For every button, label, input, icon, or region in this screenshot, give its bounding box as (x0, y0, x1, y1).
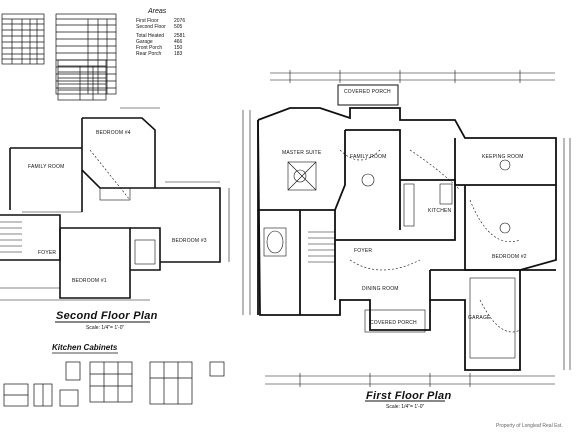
room-label-kitchen: KITCHEN (428, 208, 452, 214)
room-label-covered-porch-top: COVERED PORCH (344, 89, 391, 95)
room-label-bedroom-4: BEDROOM #4 (96, 130, 131, 136)
first-floor-walls (257, 84, 557, 371)
first-floor-details (242, 70, 571, 387)
areas-value-total-heated: 2581 (174, 33, 186, 39)
second-floor-details (0, 107, 230, 301)
room-label-dining-room: DINING ROOM (362, 286, 399, 292)
areas-value-front-porch: 150 (174, 45, 183, 51)
room-label-covered-porch-bottom: COVERED PORCH (370, 320, 417, 326)
room-label-bedroom-2: BEDROOM #2 (492, 254, 527, 260)
first-floor-plan-scale: Scale: 1/4"= 1'-0" (386, 404, 425, 410)
door-schedule-table (1, 13, 45, 65)
copyright-watermark: Property of Longleaf Real Est. (496, 423, 563, 429)
second-floor-plan-title: Second Floor Plan (56, 310, 158, 322)
window-schedule-table (55, 13, 117, 95)
second-floor-walls (0, 117, 221, 299)
areas-value-first-floor: 2076 (174, 18, 186, 24)
areas-label-second-floor: Second Floor (136, 24, 166, 30)
kitchen-cabinet-elevations (3, 361, 225, 407)
room-label-bedroom-3: BEDROOM #3 (172, 238, 207, 244)
areas-label-garage: Garage (136, 39, 153, 45)
areas-title: Areas (148, 8, 167, 15)
room-label-family-room: FAMILY ROOM (350, 154, 387, 160)
room-label-garage: GARAGE (468, 315, 491, 321)
kitchen-cabinets-title: Kitchen Cabinets (52, 343, 118, 352)
room-label-master-suite: MASTER SUITE (282, 150, 322, 156)
room-label-bedroom-1: BEDROOM #1 (72, 278, 107, 284)
second-floor-plan-scale: Scale: 1/4"= 1'-0" (86, 325, 125, 331)
room-label-second-family-room: FAMILY ROOM (28, 164, 65, 170)
room-label-second-foyer: FOYER (38, 250, 57, 256)
room-label-foyer: FOYER (354, 248, 373, 254)
first-floor-plan-title: First Floor Plan (366, 390, 452, 402)
areas-label-first-floor: First Floor (136, 18, 159, 24)
finish-schedule-table (57, 59, 107, 101)
areas-label-rear-porch: Rear Porch (136, 51, 162, 57)
room-label-keeping-room: KEEPING ROOM (482, 154, 524, 160)
areas-label-total-heated: Total Heated (136, 33, 165, 39)
areas-value-garage: 466 (174, 39, 183, 45)
areas-value-second-floor: 505 (174, 24, 183, 30)
areas-value-rear-porch: 183 (174, 51, 183, 57)
areas-label-front-porch: Front Porch (136, 45, 163, 51)
